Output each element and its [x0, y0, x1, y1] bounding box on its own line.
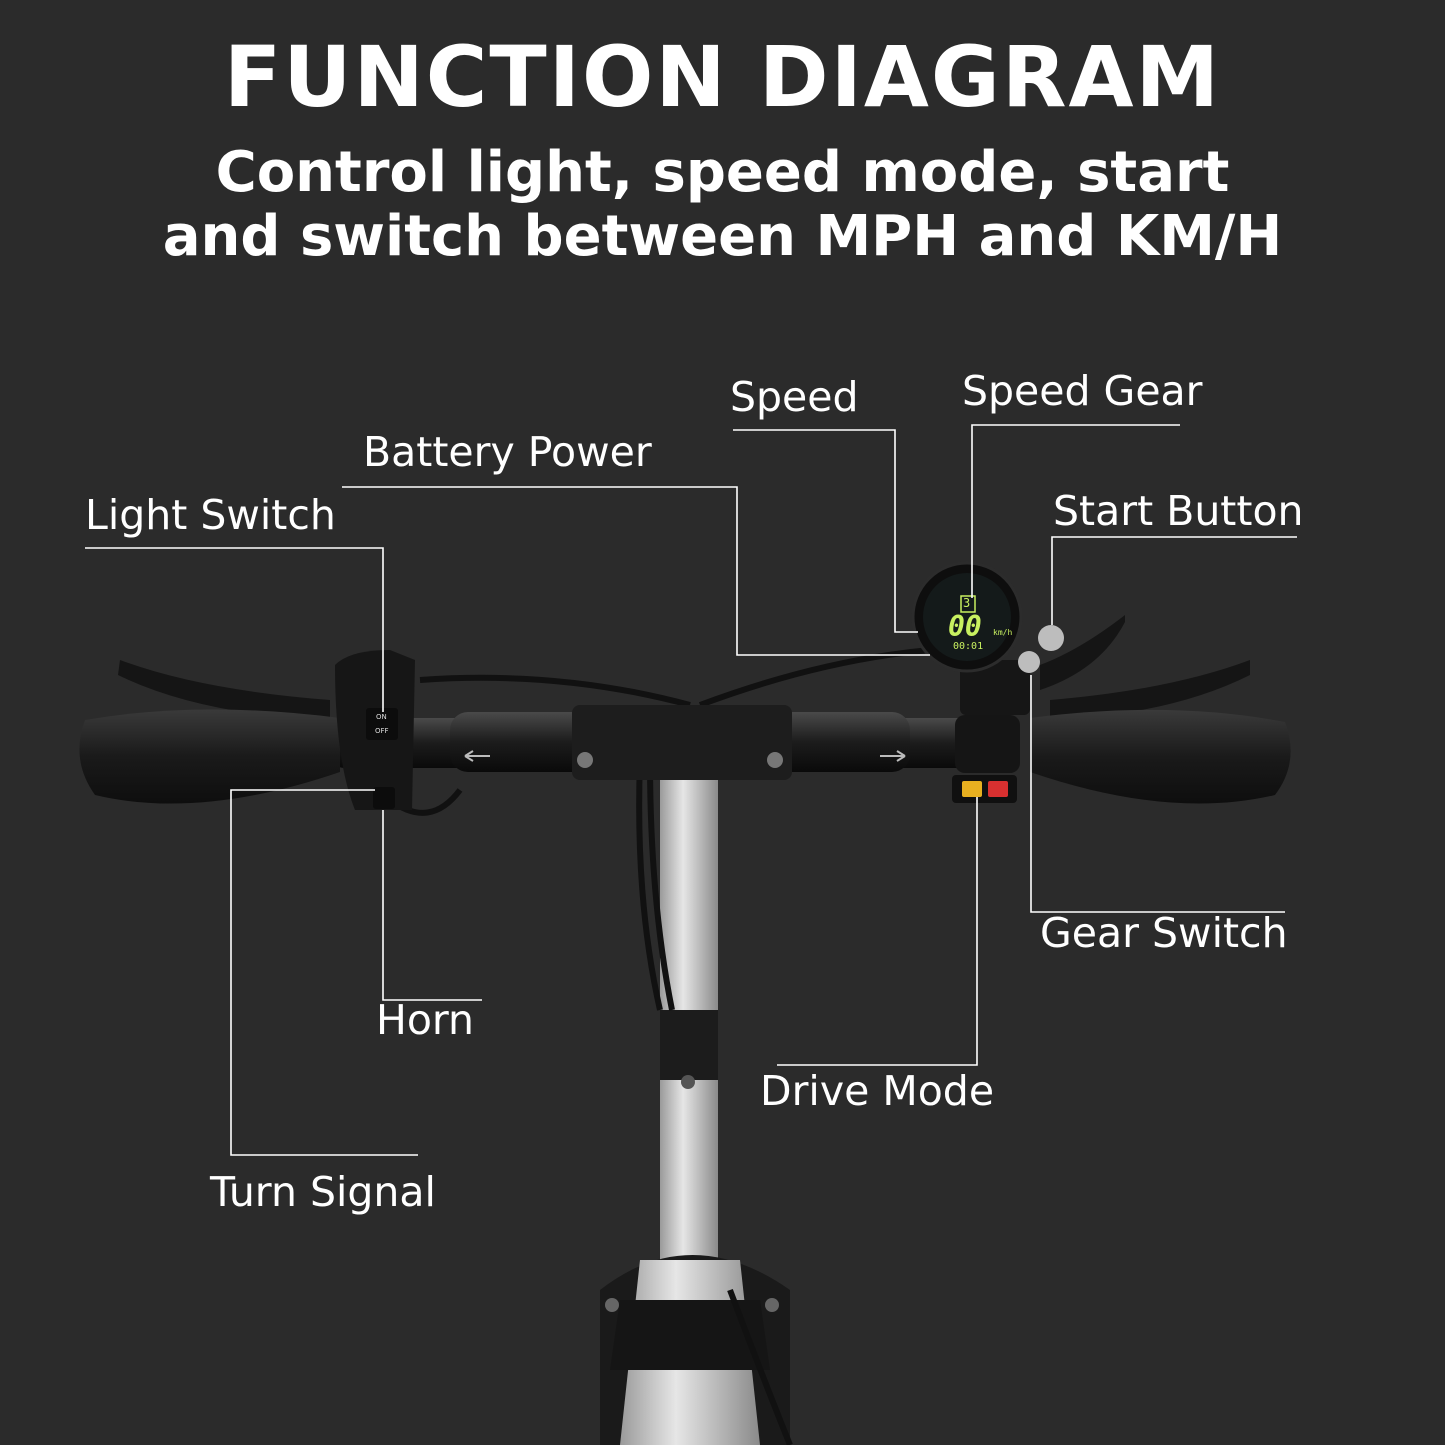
stem	[600, 760, 790, 1445]
switch-on-label: ON	[376, 713, 387, 721]
light-switch-label: Light Switch	[85, 491, 336, 539]
battery-power-line	[342, 486, 930, 656]
start-button-label: Start Button	[1053, 487, 1304, 535]
speed-gear-line	[971, 424, 1180, 598]
drive-mode-label: Drive Mode	[760, 1067, 995, 1115]
speed-line	[733, 429, 918, 633]
turn-signal-label: Turn Signal	[210, 1168, 436, 1216]
horn-line	[382, 810, 482, 1001]
light-switch-line	[85, 547, 384, 712]
gear-switch-line	[1030, 675, 1285, 913]
display-unit: km/h	[993, 628, 1013, 637]
display-trip: 00:01	[953, 641, 984, 652]
battery-power-label: Battery Power	[363, 428, 652, 476]
display-speed: 00	[948, 610, 982, 643]
drive-mode-line	[777, 797, 978, 1066]
turn-signal-line	[230, 789, 418, 1156]
gear-switch-label: Gear Switch	[1040, 909, 1288, 957]
page-title: FUNCTION DIAGRAM	[223, 28, 1222, 126]
subtitle-line-2: and switch between MPH and KM/H	[162, 204, 1283, 269]
grips	[79, 709, 1291, 804]
switch-off-label: OFF	[375, 727, 389, 735]
brake-levers	[118, 615, 1250, 720]
right-control-pod	[911, 561, 1064, 803]
horn-label: Horn	[376, 996, 475, 1044]
speed-label: Speed	[730, 373, 859, 421]
left-control-pod	[335, 650, 415, 810]
speed-gear-label: Speed Gear	[962, 367, 1203, 415]
subtitle-line-1: Control light, speed mode, start	[215, 140, 1230, 205]
start-button-line	[1051, 536, 1297, 625]
handlebar	[330, 705, 980, 780]
display-gear: 3	[963, 596, 971, 610]
